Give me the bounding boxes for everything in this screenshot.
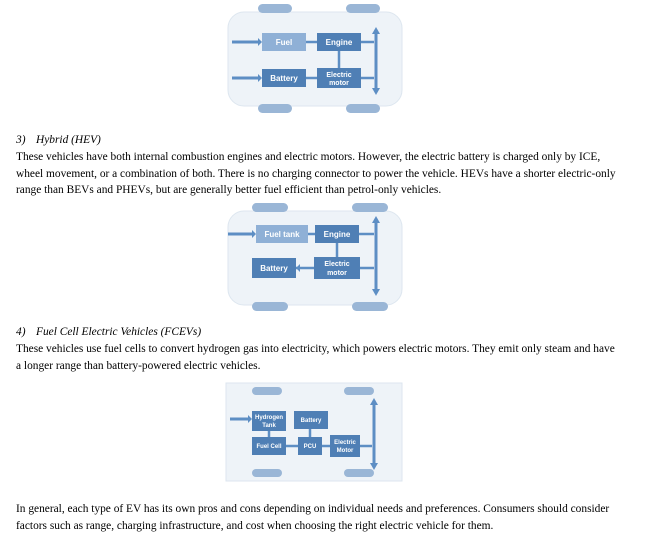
wheel-icon [252,203,288,212]
paragraph-line: These vehicles have both internal combus… [16,149,636,166]
wheel-icon [258,4,292,13]
section-heading: 3)Hybrid (HEV) [16,134,101,146]
electric-motor-label-2: Motor [337,448,354,454]
electric-motor-label-1: Electric [324,261,349,268]
conclusion-paragraph: In general, each type of EV has its own … [16,501,636,534]
fcev-diagram: Hydrogen Tank Battery Fuel Cell PCU Elec… [224,379,404,485]
hydrogen-tank-label-1: Hydrogen [255,415,283,421]
section-title: Fuel Cell Electric Vehicles (FCEVs) [36,326,201,338]
paragraph-line: range than BEVs and PHEVs, but are gener… [16,182,636,199]
wheel-icon [352,302,388,311]
battery-label: Battery [260,264,288,273]
paragraph-line: These vehicles use fuel cells to convert… [16,341,636,358]
wheel-icon [344,387,374,395]
hydrogen-tank-label-2: Tank [262,423,276,429]
section-paragraph: These vehicles use fuel cells to convert… [16,341,636,374]
battery-label: Battery [270,74,298,83]
hev-diagram: Fuel tank Engine Battery Electric motor [224,201,404,313]
fuel-tank-label: Fuel tank [264,230,300,239]
electric-motor-label-2: motor [327,270,347,277]
wheel-icon [346,104,380,113]
wheel-icon [344,469,374,477]
paragraph-line: wheel movement, or a combination of both… [16,166,636,183]
wheel-icon [252,302,288,311]
engine-label: Engine [326,38,353,47]
fuel-cell-label: Fuel Cell [256,444,281,450]
electric-motor-label-1: Electric [326,72,351,79]
section-number: 4) [16,326,36,338]
engine-label: Engine [324,230,351,239]
wheel-icon [346,4,380,13]
paragraph-line: In general, each type of EV has its own … [16,501,636,518]
section-heading: 4)Fuel Cell Electric Vehicles (FCEVs) [16,326,201,338]
electric-motor-label-1: Electric [334,440,356,446]
wheel-icon [258,104,292,113]
wheel-icon [252,469,282,477]
pcu-label: PCU [304,444,317,450]
fuel-label: Fuel [276,38,292,47]
wheel-icon [352,203,388,212]
battery-label: Battery [301,418,322,424]
wheel-icon [252,387,282,395]
section-title: Hybrid (HEV) [36,134,101,146]
paragraph-line: a longer range than battery-powered elec… [16,358,636,375]
section-paragraph: These vehicles have both internal combus… [16,149,636,199]
electric-motor-label-2: motor [329,80,349,87]
section-number: 3) [16,134,36,146]
hev-diagram-top: Fuel Engine Battery Electric motor [224,2,404,114]
